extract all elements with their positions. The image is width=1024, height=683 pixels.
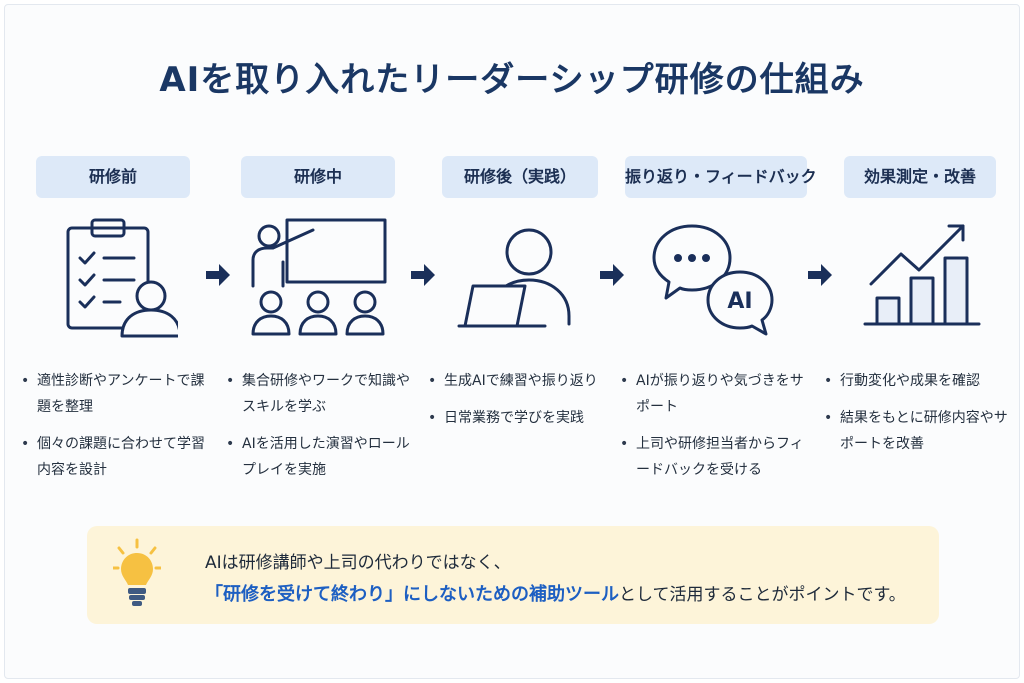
stage-after-training: 研修後（実践） 生成AIで練習や振り返り 日常業務で学びを実践 (420, 156, 620, 431)
lightbulb-icon (113, 538, 161, 606)
stage-bullets: 集合研修やワークで知識やスキルを学ぶ AIを活用した演習やロールプレイを実施 (226, 368, 416, 494)
arrow-right-icon (411, 264, 435, 286)
bullet-item: 結果をもとに研修内容やサポートを改善 (824, 405, 1014, 457)
bullet-item: 集合研修やワークで知識やスキルを学ぶ (226, 368, 416, 420)
chat-ai-label: AI (727, 289, 752, 314)
stage-reflection-feedback: 振り返り・フィードバック AI AIが振り返りや気づきをサポート 上司や研修担当… (616, 156, 817, 478)
stage-label: 研修後（実践） (442, 156, 598, 198)
person-laptop-icon (420, 214, 620, 354)
stage-during-training: 研修中 集合研修やワークで知識やスキルを学ぶ AIを活用した演習やロールプレイを… (218, 156, 418, 478)
stage-evaluation-improvement: 効果測定・改善 行動変化や成果を確認 結果をもとに研修内容やサポートを改善 (820, 156, 1020, 452)
bullet-item: AIを活用した演習やロールプレイを実施 (226, 431, 416, 483)
growth-chart-icon (820, 214, 1020, 354)
arrow-right-icon (600, 264, 624, 286)
page-title: AIを取り入れたリーダーシップ研修の仕組み (159, 60, 865, 100)
presentation-group-icon (218, 214, 418, 354)
checklist-user-icon (13, 214, 213, 354)
bullet-item: 行動変化や成果を確認 (824, 368, 1014, 394)
tip-highlight: 「研修を受けて終わり」にしないための補助ツール (205, 584, 619, 605)
tip-text-rest: として活用することがポイントです。 (619, 585, 906, 605)
stage-bullets: AIが振り返りや気づきをサポート 上司や研修担当者からフィードバックを受ける (620, 368, 810, 494)
stage-label: 振り返り・フィードバック (625, 156, 817, 198)
stage-label: 効果測定・改善 (844, 156, 996, 198)
bullet-item: 上司や研修担当者からフィードバックを受ける (620, 431, 810, 483)
chat-ai-icon: AI (616, 214, 816, 354)
stage-bullets: 行動変化や成果を確認 結果をもとに研修内容やサポートを改善 (824, 368, 1014, 468)
tip-box: AIは研修講師や上司の代わりではなく、 「研修を受けて終わり」にしないための補助… (87, 526, 939, 624)
arrow-right-icon (206, 264, 230, 286)
bullet-item: 適性診断やアンケートで課題を整理 (21, 368, 211, 420)
bullet-item: 生成AIで練習や振り返り (428, 368, 618, 394)
bullet-item: 日常業務で学びを実践 (428, 405, 618, 431)
tip-text-line1: AIは研修講師や上司の代わりではなく、 (205, 553, 511, 573)
stage-label: 研修中 (241, 156, 395, 198)
stage-bullets: 適性診断やアンケートで課題を整理 個々の課題に合わせて学習内容を設計 (21, 368, 211, 494)
stage-bullets: 生成AIで練習や振り返り 日常業務で学びを実践 (428, 368, 618, 442)
stage-label: 研修前 (36, 156, 190, 198)
bullet-item: 個々の課題に合わせて学習内容を設計 (21, 431, 211, 483)
bullet-item: AIが振り返りや気づきをサポート (620, 368, 810, 420)
tip-text-line2: 「研修を受けて終わり」にしないための補助ツールとして活用することがポイントです。 (205, 580, 906, 606)
arrow-right-icon (808, 264, 832, 286)
stage-before-training: 研修前 適性診断やアンケートで課題を整理 個々の課題に合わせて学習内容を設計 (13, 156, 213, 478)
